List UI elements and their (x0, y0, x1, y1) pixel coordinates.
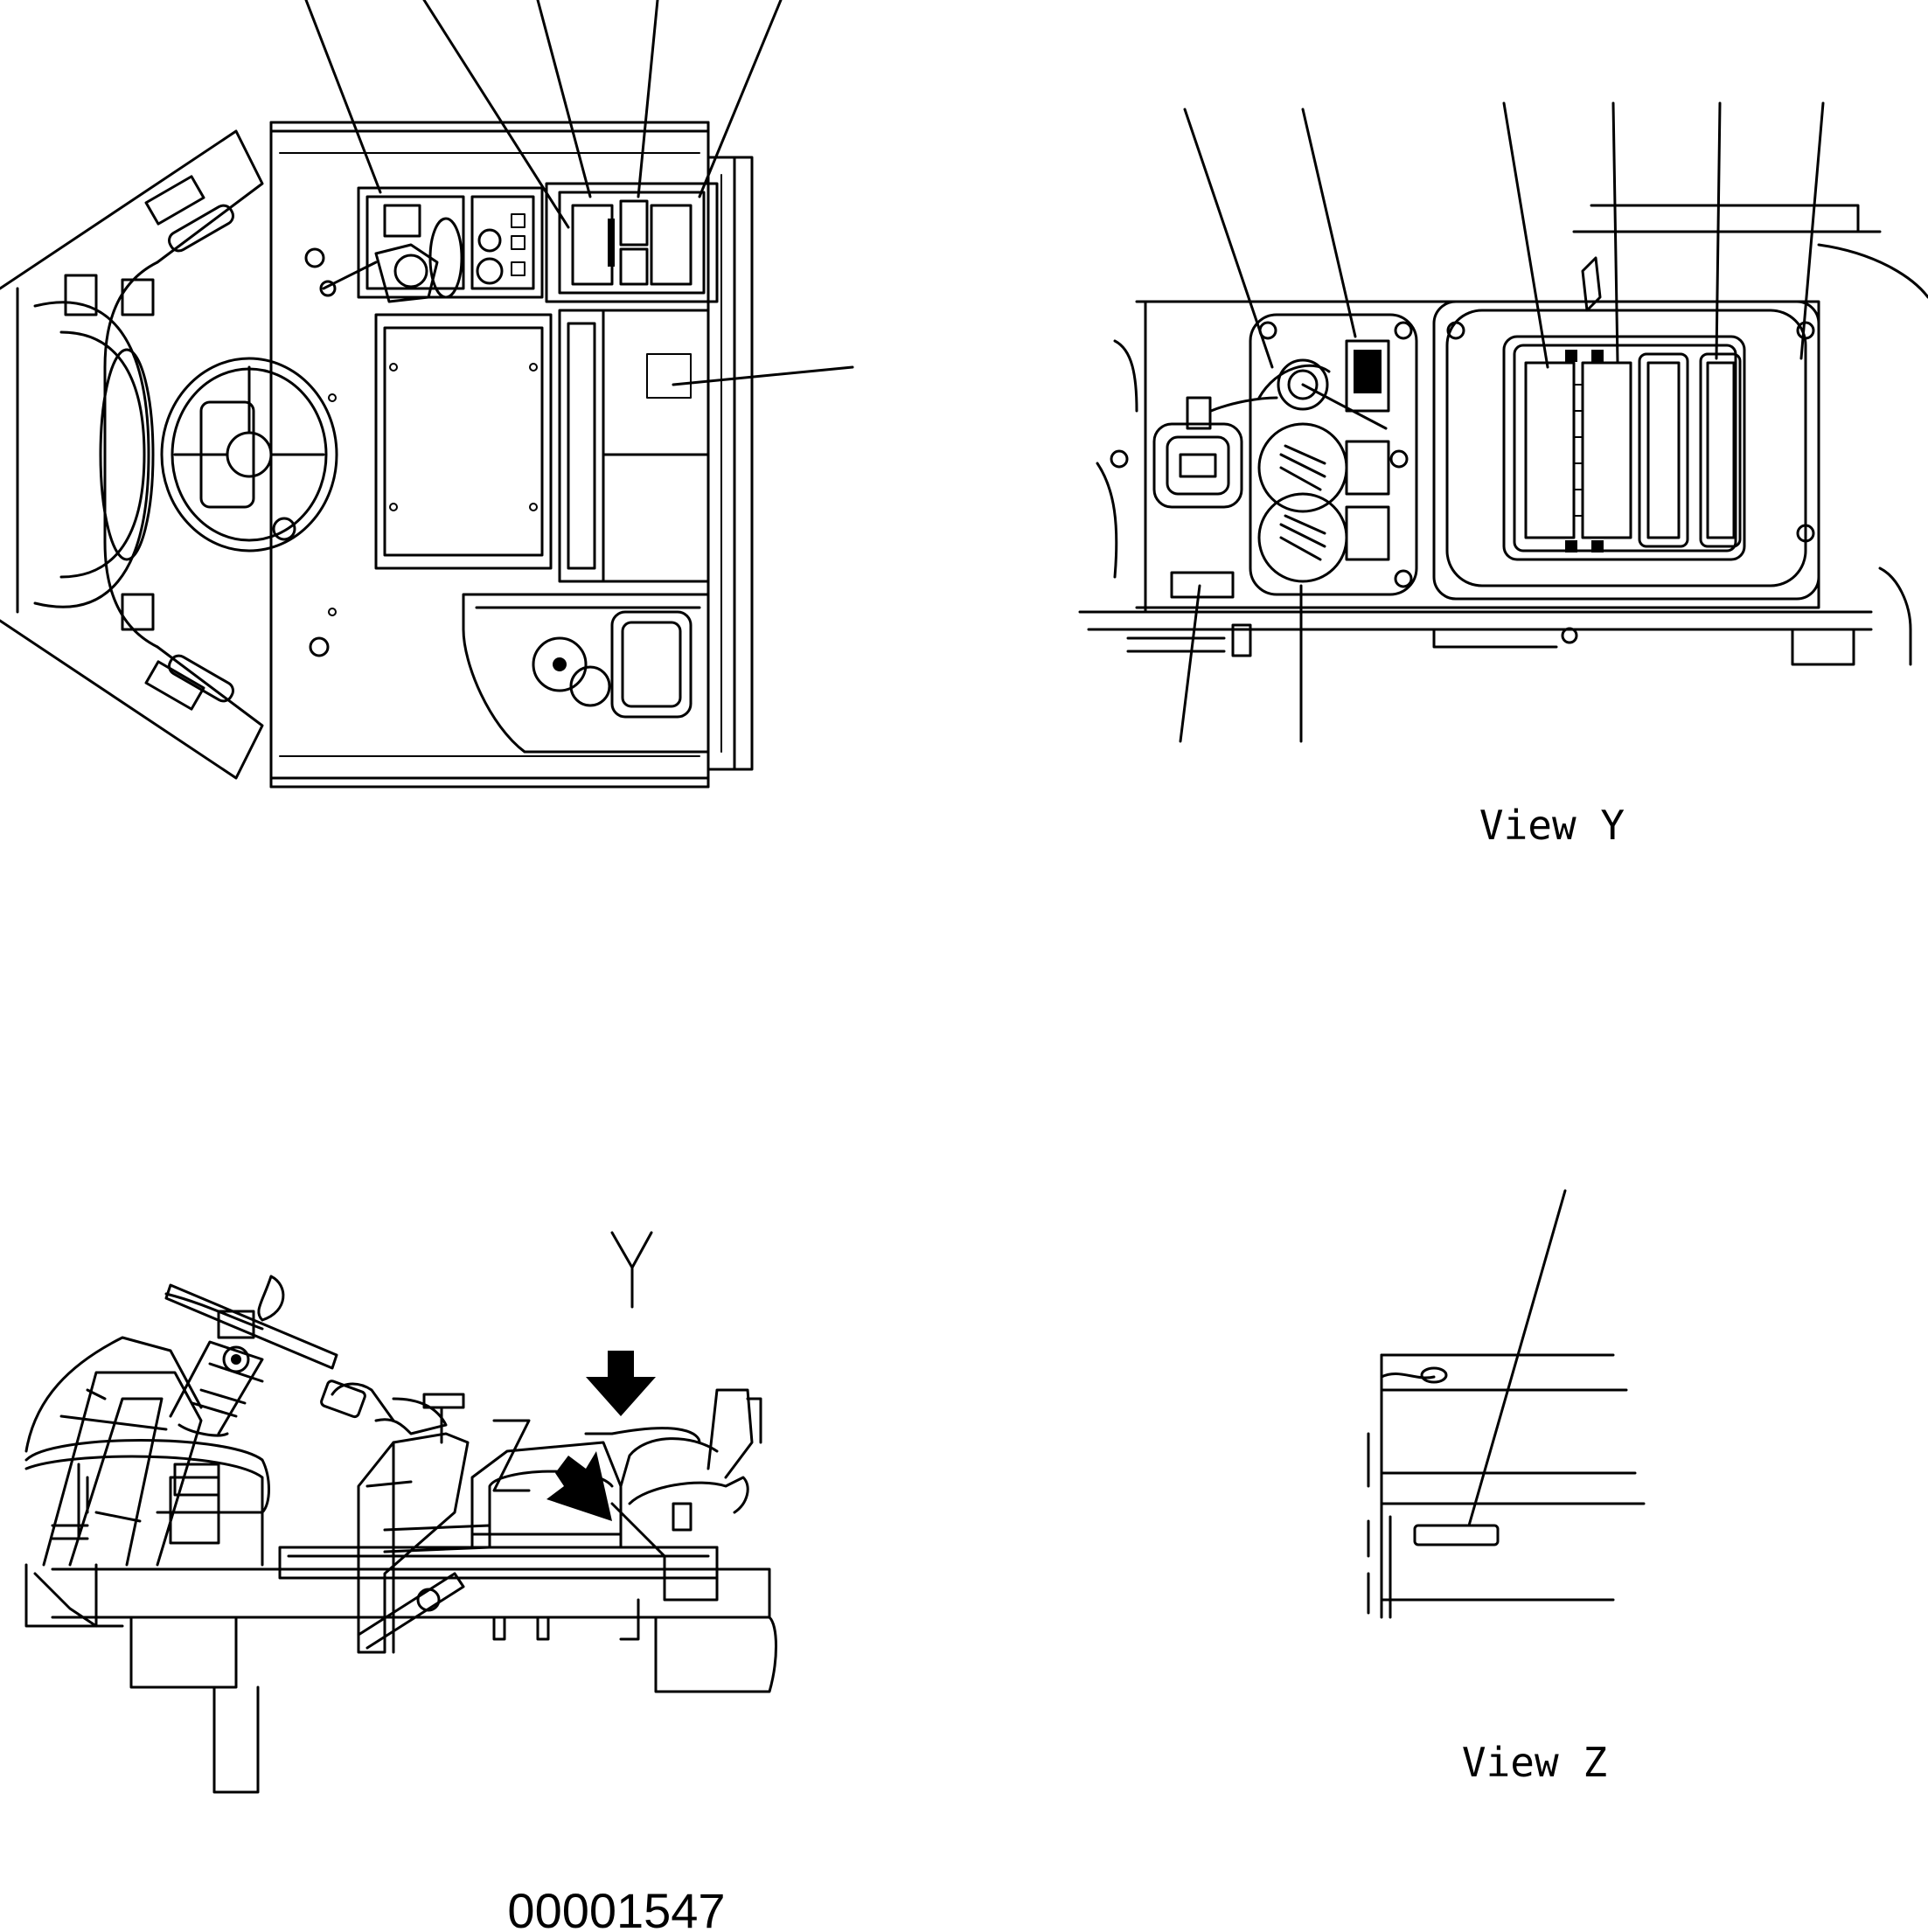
top-view-drawing (0, 0, 854, 789)
view-y-drawing: View Y (1078, 101, 1928, 849)
drawing-number: 00001547 (507, 1883, 725, 1932)
arrow-y-label: Y (632, 1284, 633, 1286)
arrow-z-pointer (546, 1451, 612, 1521)
arrow-z-glyph (492, 1419, 531, 1492)
view-z-label: View Z (1462, 1739, 1607, 1786)
view-y-label: View Y (1479, 802, 1625, 849)
view-z-drawing: View Z (1367, 1189, 1646, 1786)
arrow-y-pointer (586, 1351, 656, 1416)
side-view-drawing: Y Z (24, 1231, 777, 1794)
arrow-y-glyph (610, 1231, 653, 1309)
